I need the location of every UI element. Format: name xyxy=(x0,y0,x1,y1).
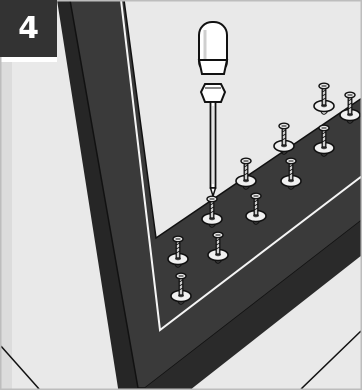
background-left-strip xyxy=(0,62,12,390)
frame-inlay-line xyxy=(120,0,362,332)
floor-outline xyxy=(0,344,41,390)
floor-outline-right xyxy=(299,329,362,390)
screwdriver-icon xyxy=(197,21,229,199)
step-number-badge: 4 xyxy=(0,0,57,57)
